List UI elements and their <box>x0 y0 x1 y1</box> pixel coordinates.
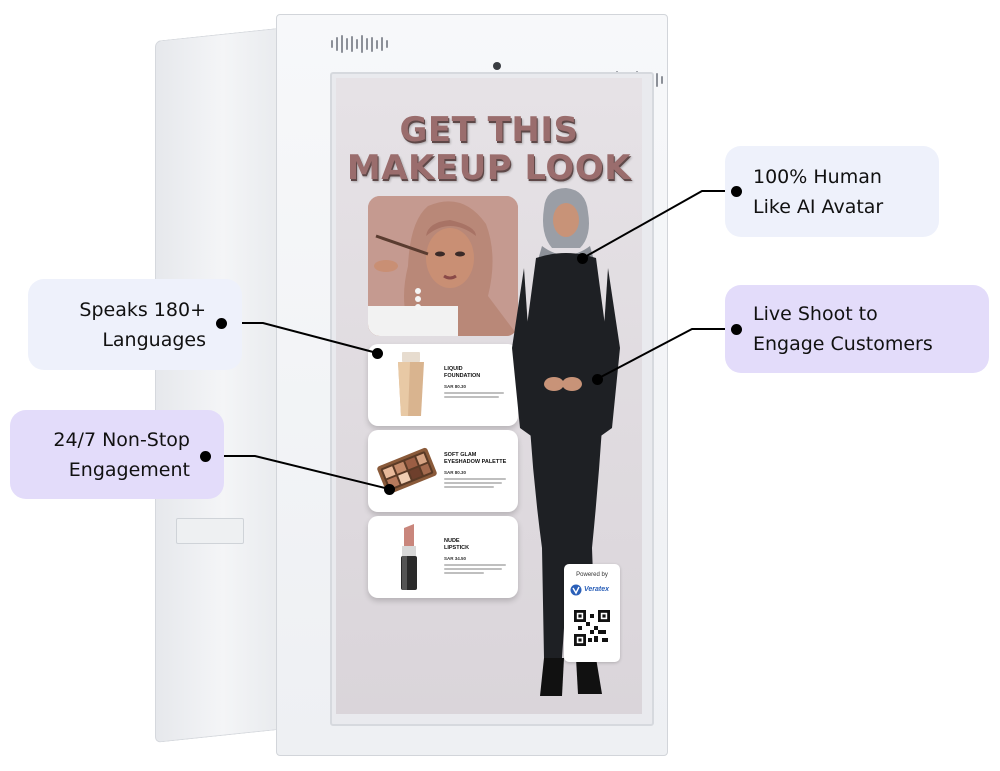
callout-live-shoot-text: Live Shoot to Engage Customers <box>753 303 933 355</box>
product-card-foundation[interactable]: LIQUID FOUNDATION SAR 80.30 <box>368 344 518 426</box>
description-line <box>444 568 502 570</box>
description-line <box>444 486 494 488</box>
powered-by-badge[interactable]: Powered by Veratex <box>564 564 620 662</box>
speaker-grille-left <box>331 34 388 54</box>
callout-languages: Speaks 180+ Languages <box>28 279 242 370</box>
callout-engagement: 24/7 Non-Stop Engagement <box>10 410 224 499</box>
headline-line-2: MAKEUP LOOK <box>346 148 632 188</box>
description-line <box>444 396 499 398</box>
description-line <box>444 392 504 394</box>
leader-dot <box>731 186 742 197</box>
description-line <box>444 564 506 566</box>
product-price: SAR 80.30 <box>444 384 467 389</box>
product-name: SOFT GLAM EYESHADOW PALETTE <box>444 452 507 465</box>
leader-dot <box>577 253 588 264</box>
callout-languages-text: Speaks 180+ Languages <box>79 298 206 351</box>
leader-dot <box>200 451 211 462</box>
product-name: LIQUID FOUNDATION <box>444 366 481 379</box>
qr-code-icon[interactable] <box>574 610 610 646</box>
description-line <box>444 478 506 480</box>
product-price: SAR 80.30 <box>444 470 467 475</box>
foundation-tube-icon <box>398 352 424 416</box>
callout-avatar-text: 100% Human Like AI Avatar <box>753 165 884 218</box>
ai-avatar-figure <box>512 188 620 696</box>
leader-dot <box>384 484 395 495</box>
callout-engagement-text: 24/7 Non-Stop Engagement <box>53 428 190 481</box>
powered-by-label: Powered by <box>576 572 608 578</box>
leader-dot <box>592 374 603 385</box>
eyeshadow-palette-icon <box>377 447 437 495</box>
description-line <box>444 572 484 574</box>
callout-avatar: 100% Human Like AI Avatar <box>725 146 939 237</box>
product-card-lipstick[interactable]: NUDE LIPSTICK SAR 34.50 <box>368 516 518 598</box>
leader-dot <box>216 318 227 329</box>
headline-line-1: GET THIS <box>399 110 579 150</box>
lipstick-icon <box>401 524 417 590</box>
product-price: SAR 34.50 <box>444 556 467 561</box>
brand-logo-icon <box>570 584 582 596</box>
description-line <box>444 482 502 484</box>
card-slot <box>176 518 244 544</box>
product-name: NUDE LIPSTICK <box>444 538 470 551</box>
callout-live-shoot: Live Shoot to Engage Customers <box>725 285 989 373</box>
camera-icon <box>493 62 501 70</box>
model-photo <box>368 196 518 336</box>
product-card-eyeshadow[interactable]: SOFT GLAM EYESHADOW PALETTE SAR 80.30 <box>368 430 518 512</box>
brand-name: Veratex <box>584 586 610 593</box>
kiosk-screen[interactable]: GET THIS MAKEUP LOOK LIQUID FOUNDATION S… <box>336 78 642 714</box>
leader-dot <box>731 324 742 335</box>
leader-dot <box>372 348 383 359</box>
